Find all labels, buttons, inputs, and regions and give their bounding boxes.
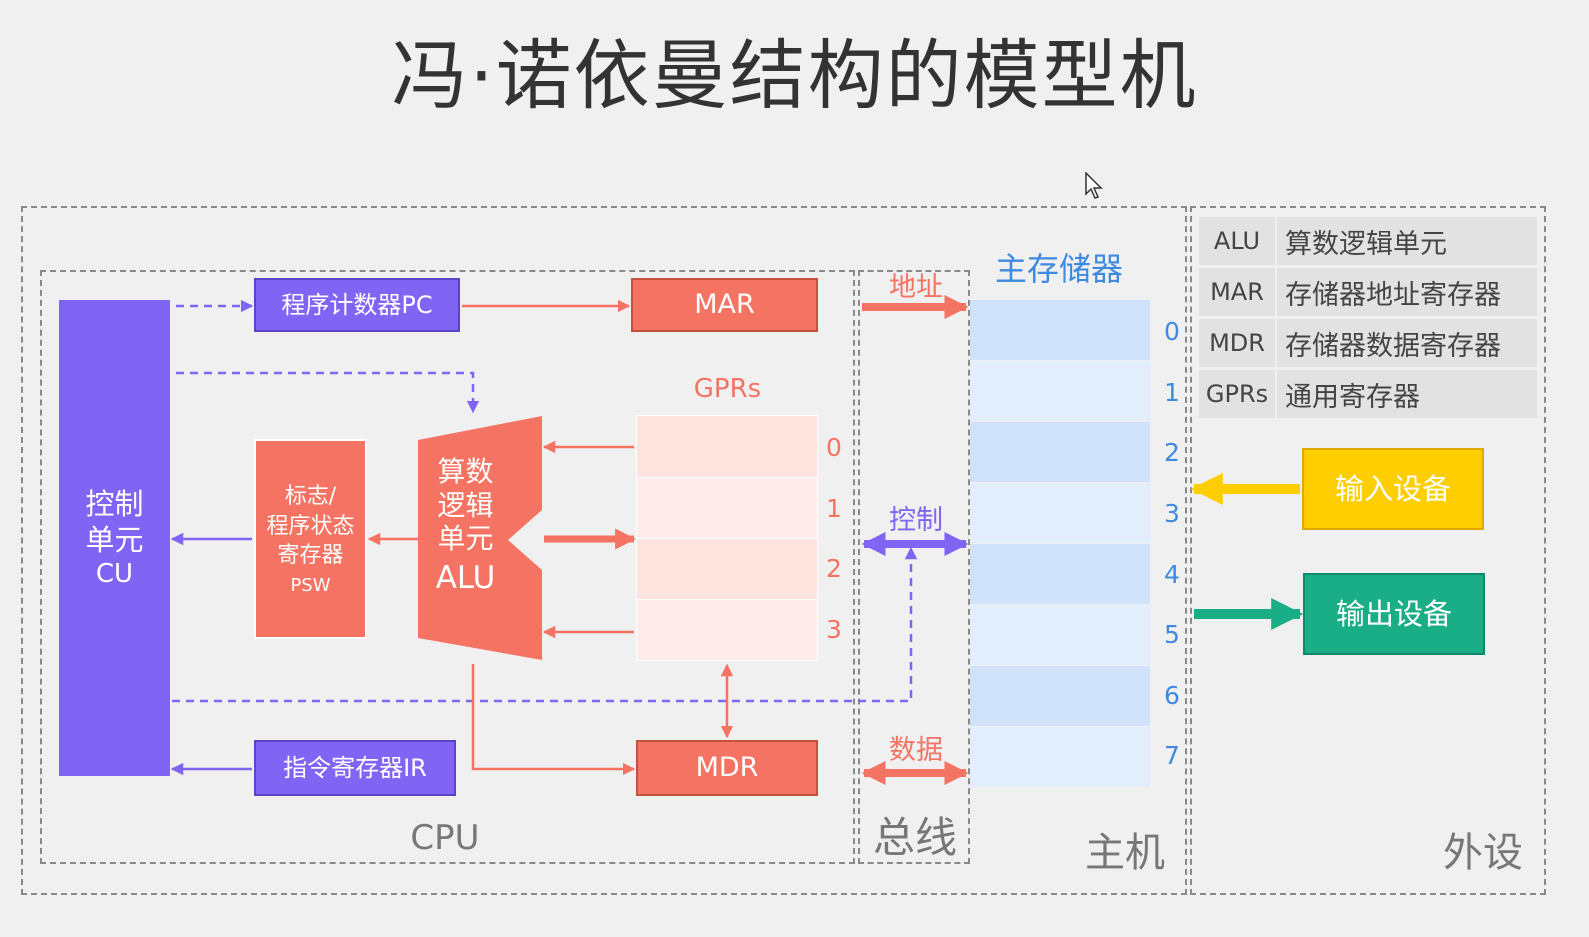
legend-desc-mar: 存储器地址寄存器 — [1277, 268, 1537, 316]
legend-abbr-mar: MAR — [1199, 268, 1275, 316]
memory-cell-0 — [970, 300, 1150, 360]
gpr-index-0: 0 — [826, 433, 842, 462]
memory-cell-7 — [970, 727, 1150, 787]
alu-line4: ALU — [435, 559, 496, 596]
psw-line2: 程序状态 — [266, 513, 355, 539]
alu-label: 算数 逻辑 单元 ALU — [418, 455, 513, 597]
program-counter: 程序计数器PC — [254, 278, 460, 332]
memory-cell-5 — [970, 605, 1150, 665]
gpr-cell-0 — [637, 416, 817, 477]
arrow-alu-to-mdr — [471, 664, 636, 776]
memory-index-4: 4 — [1164, 560, 1180, 589]
gpr-cell-1 — [637, 477, 817, 538]
address-bus-label: 地址 — [889, 271, 943, 303]
psw-line1: 标志/ — [284, 483, 337, 509]
outer-frame — [21, 206, 1187, 895]
instruction-register: 指令寄存器IR — [254, 740, 456, 796]
psw-line4: PSW — [290, 575, 331, 597]
arrow-cu-to-alu — [176, 371, 480, 414]
cu-line2: 单元 — [85, 522, 144, 557]
alu-line3: 单元 — [437, 522, 494, 556]
peripherals-label: 外设 — [1443, 830, 1523, 876]
cpu-label: CPU — [410, 817, 480, 858]
legend-abbr-gprs: GPRs — [1199, 370, 1275, 418]
arrow-cu-to-control-bus — [172, 546, 918, 703]
alu-line1: 算数 — [437, 455, 494, 488]
peripherals-region — [1190, 206, 1546, 895]
memory-index-1: 1 — [1164, 378, 1180, 407]
memory-cell-6 — [970, 666, 1150, 726]
memory-index-5: 5 — [1164, 620, 1180, 649]
memory-title: 主存储器 — [994, 249, 1123, 288]
gpr-index-1: 1 — [826, 494, 842, 523]
host-label: 主机 — [1085, 830, 1165, 876]
legend-desc-mdr: 存储器数据寄存器 — [1277, 319, 1537, 367]
psw-line3: 寄存器 — [277, 543, 344, 569]
legend-desc-gprs: 通用寄存器 — [1277, 370, 1537, 418]
gpr-index-3: 3 — [826, 615, 842, 644]
control-unit: 控制 单元 CU — [59, 300, 170, 776]
gpr-cell-3 — [637, 599, 817, 660]
mdr-register: MDR — [636, 740, 818, 796]
cpu-region — [40, 270, 855, 864]
bus-region — [858, 270, 970, 864]
gprs-block — [636, 415, 818, 661]
memory-cell-1 — [970, 361, 1150, 421]
memory-index-7: 7 — [1164, 741, 1180, 770]
gpr-index-2: 2 — [826, 554, 842, 583]
alu-line2: 逻辑 — [437, 488, 494, 522]
mar-register: MAR — [631, 278, 818, 332]
control-bus-label: 控制 — [889, 504, 943, 536]
psw-register: 标志/ 程序状态 寄存器 PSW — [254, 439, 367, 639]
legend-abbr-mdr: MDR — [1199, 319, 1275, 367]
cu-line1: 控制 — [85, 486, 144, 521]
memory-index-3: 3 — [1164, 499, 1180, 528]
memory-cell-2 — [970, 422, 1150, 482]
memory-cell-4 — [970, 544, 1150, 604]
memory-cell-3 — [970, 483, 1150, 543]
legend-abbr-alu: ALU — [1199, 217, 1275, 265]
gprs-title: GPRs — [693, 374, 762, 405]
legend-desc-alu: 算数逻辑单元 — [1277, 217, 1537, 265]
memory-index-6: 6 — [1164, 681, 1180, 710]
output-device: 输出设备 — [1303, 573, 1485, 655]
alu-shape — [418, 416, 542, 660]
gpr-cell-2 — [637, 538, 817, 599]
memory-index-2: 2 — [1164, 438, 1180, 467]
input-device: 输入设备 — [1302, 448, 1484, 530]
memory-index-0: 0 — [1164, 317, 1180, 346]
mouse-cursor-icon — [1085, 172, 1103, 199]
bus-label: 总线 — [872, 812, 957, 862]
data-bus-label: 数据 — [889, 734, 943, 766]
cu-line3: CU — [95, 559, 134, 589]
page-title: 冯·诺依曼结构的模型机 — [391, 31, 1198, 120]
memory-block — [970, 300, 1150, 787]
